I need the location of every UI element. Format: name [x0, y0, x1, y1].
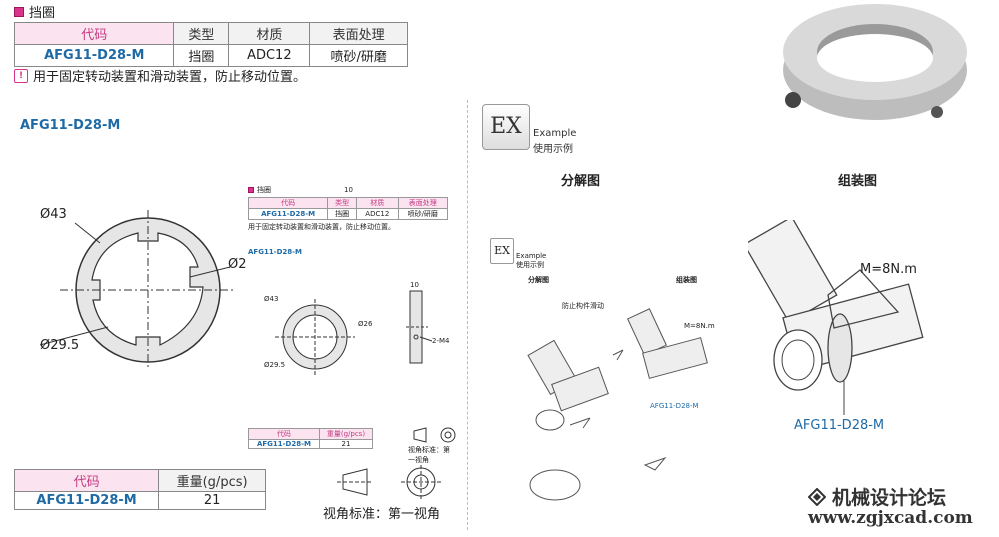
mini-weight-header: 代码	[248, 428, 320, 440]
exploded-heading: 分解图	[561, 174, 601, 189]
section-marker-icon	[14, 6, 24, 17]
spec-cell-material: ADC12	[228, 44, 311, 67]
example-en: Example	[533, 128, 577, 139]
spec-cell-type: 挡圈	[173, 44, 230, 67]
mini-dim-inner: Ø29.5	[264, 361, 286, 369]
model-label: AFG11-D28-M	[20, 118, 121, 133]
mini-view: 视角标准：第一视角	[408, 446, 450, 464]
mini-ring-drawing	[275, 299, 355, 375]
mini-cell: 挡圈	[327, 208, 358, 220]
mini-dim-outer: Ø43	[264, 295, 279, 303]
mini-thread: 2-M4	[432, 337, 450, 345]
section-title: 挡圈	[14, 2, 55, 21]
mini-note: 用于固定转动装置和滑动装置，防止移动位置。	[248, 223, 395, 231]
mini-model: AFG11-D28-M	[248, 248, 303, 256]
mini-page-number: 10	[344, 186, 353, 194]
mini-marker-icon	[248, 187, 254, 193]
assembled-heading: 组装图	[838, 174, 878, 189]
example-cn: 使用示例	[533, 144, 573, 155]
divider	[467, 100, 468, 530]
usage-note: ! 用于固定转动装置和滑动装置，防止移动位置。	[14, 66, 306, 85]
weight-cell-code: AFG11-D28-M	[13, 491, 160, 510]
watermark-title: 机械设计论坛	[808, 483, 946, 510]
mini-weight-cell: AFG11-D28-M	[248, 439, 320, 449]
assembly-drawing	[748, 220, 924, 415]
mini-width: 10	[410, 281, 419, 289]
logo-icon	[808, 487, 826, 506]
mini-spec-table: 代码 类型 材质 表面处理 AFG11-D28-M 挡圈 ADC12 喷砂/研磨	[247, 197, 449, 220]
mini-cell: 喷砂/研磨	[397, 208, 449, 220]
mini-header: 代码	[247, 197, 329, 209]
weight-cell-value: 21	[158, 491, 266, 510]
torque-label: M=8N.m	[860, 262, 917, 277]
mini-weight-cell: 21	[318, 439, 374, 449]
mini-dim-bore: Ø26	[358, 320, 373, 328]
mini-example-badge-icon: EX	[490, 238, 514, 264]
spec-cell-finish: 喷砂/研磨	[309, 44, 408, 67]
mini-assembly-drawing	[527, 308, 708, 501]
mini-title: 挡圈 10	[248, 185, 456, 195]
spec-table: 代码 类型 材质 表面处理 AFG11-D28-M 挡圈 ADC12 喷砂/研磨	[13, 22, 408, 67]
mini-cell: ADC12	[356, 208, 399, 220]
mini-exploded: 分解图	[528, 276, 549, 284]
mini-assembled: 组装图	[676, 276, 697, 284]
dim-bore: Ø2	[228, 257, 247, 272]
ring-drawing	[39, 210, 235, 370]
warning-icon: !	[14, 68, 28, 83]
spec-header: 类型	[173, 22, 230, 45]
spec-header: 代码	[13, 22, 175, 45]
weight-header: 代码	[13, 469, 160, 492]
mini-example-cn: 使用示例	[516, 261, 544, 269]
mini-page: 挡圈 10 代码 类型 材质 表面处理 AFG11-D28-M 挡圈 ADC12…	[247, 185, 456, 464]
spec-cell-code: AFG11-D28-M	[13, 44, 175, 67]
example-badge-icon: EX	[482, 104, 530, 150]
mini-header: 材质	[356, 197, 399, 209]
spec-header: 材质	[228, 22, 311, 45]
assembly-code-label: AFG11-D28-M	[794, 418, 885, 433]
dim-inner: Ø29.5	[40, 338, 80, 353]
mini-weight-table: 代码 重量(g/pcs) AFG11-D28-M 21	[248, 428, 374, 449]
view-standard: 视角标准：第一视角	[323, 507, 441, 522]
spec-header: 表面处理	[309, 22, 408, 45]
mini-prevent: 防止构件滑动	[562, 302, 604, 310]
weight-header: 重量(g/pcs)	[158, 469, 266, 492]
mini-weight-header: 重量(g/pcs)	[318, 428, 374, 440]
weight-table: 代码 重量(g/pcs) AFG11-D28-M 21	[13, 469, 266, 510]
mini-label: AFG11-D28-M	[650, 402, 699, 410]
dim-outer: Ø43	[40, 207, 67, 222]
watermark-url: www.zgjxcad.com	[808, 508, 973, 528]
mini-torque: M=8N.m	[684, 322, 715, 330]
mini-example-en: Example	[516, 252, 547, 260]
mini-cell: AFG11-D28-M	[247, 208, 329, 220]
mini-side-drawing	[406, 290, 433, 364]
projection-symbol-icon	[337, 465, 441, 499]
mini-header: 表面处理	[397, 197, 449, 209]
mini-header: 类型	[327, 197, 358, 209]
mini-projection-icon	[413, 427, 456, 443]
product-photo	[783, 4, 967, 120]
